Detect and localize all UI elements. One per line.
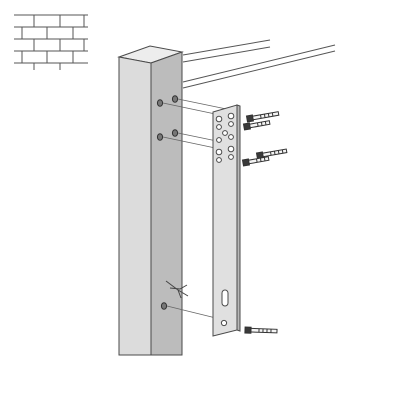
pilot-holes	[156, 95, 179, 310]
bolt	[241, 156, 270, 167]
rail-lines	[182, 39, 336, 89]
pilot-hole	[171, 95, 179, 103]
alignment-lines	[162, 98, 237, 321]
bracket-slot	[221, 289, 229, 307]
brick-wall-symbol	[14, 14, 88, 70]
post-front-face	[118, 56, 152, 356]
bolt	[244, 326, 278, 334]
bolts	[241, 111, 288, 334]
bracket-bottom-hole	[220, 319, 228, 327]
bolt	[245, 111, 280, 123]
square-post	[117, 45, 184, 356]
bracket-hole-cluster	[215, 112, 235, 163]
pilot-hole	[156, 133, 164, 141]
mounting-bracket	[212, 104, 241, 337]
wire-tie	[165, 280, 189, 299]
bolt	[242, 120, 271, 131]
pilot-hole	[156, 99, 164, 107]
bolt	[255, 148, 288, 160]
pilot-hole	[171, 129, 179, 137]
pilot-hole	[160, 302, 168, 310]
post-side-face	[150, 51, 183, 356]
bracket-edge	[236, 104, 241, 332]
